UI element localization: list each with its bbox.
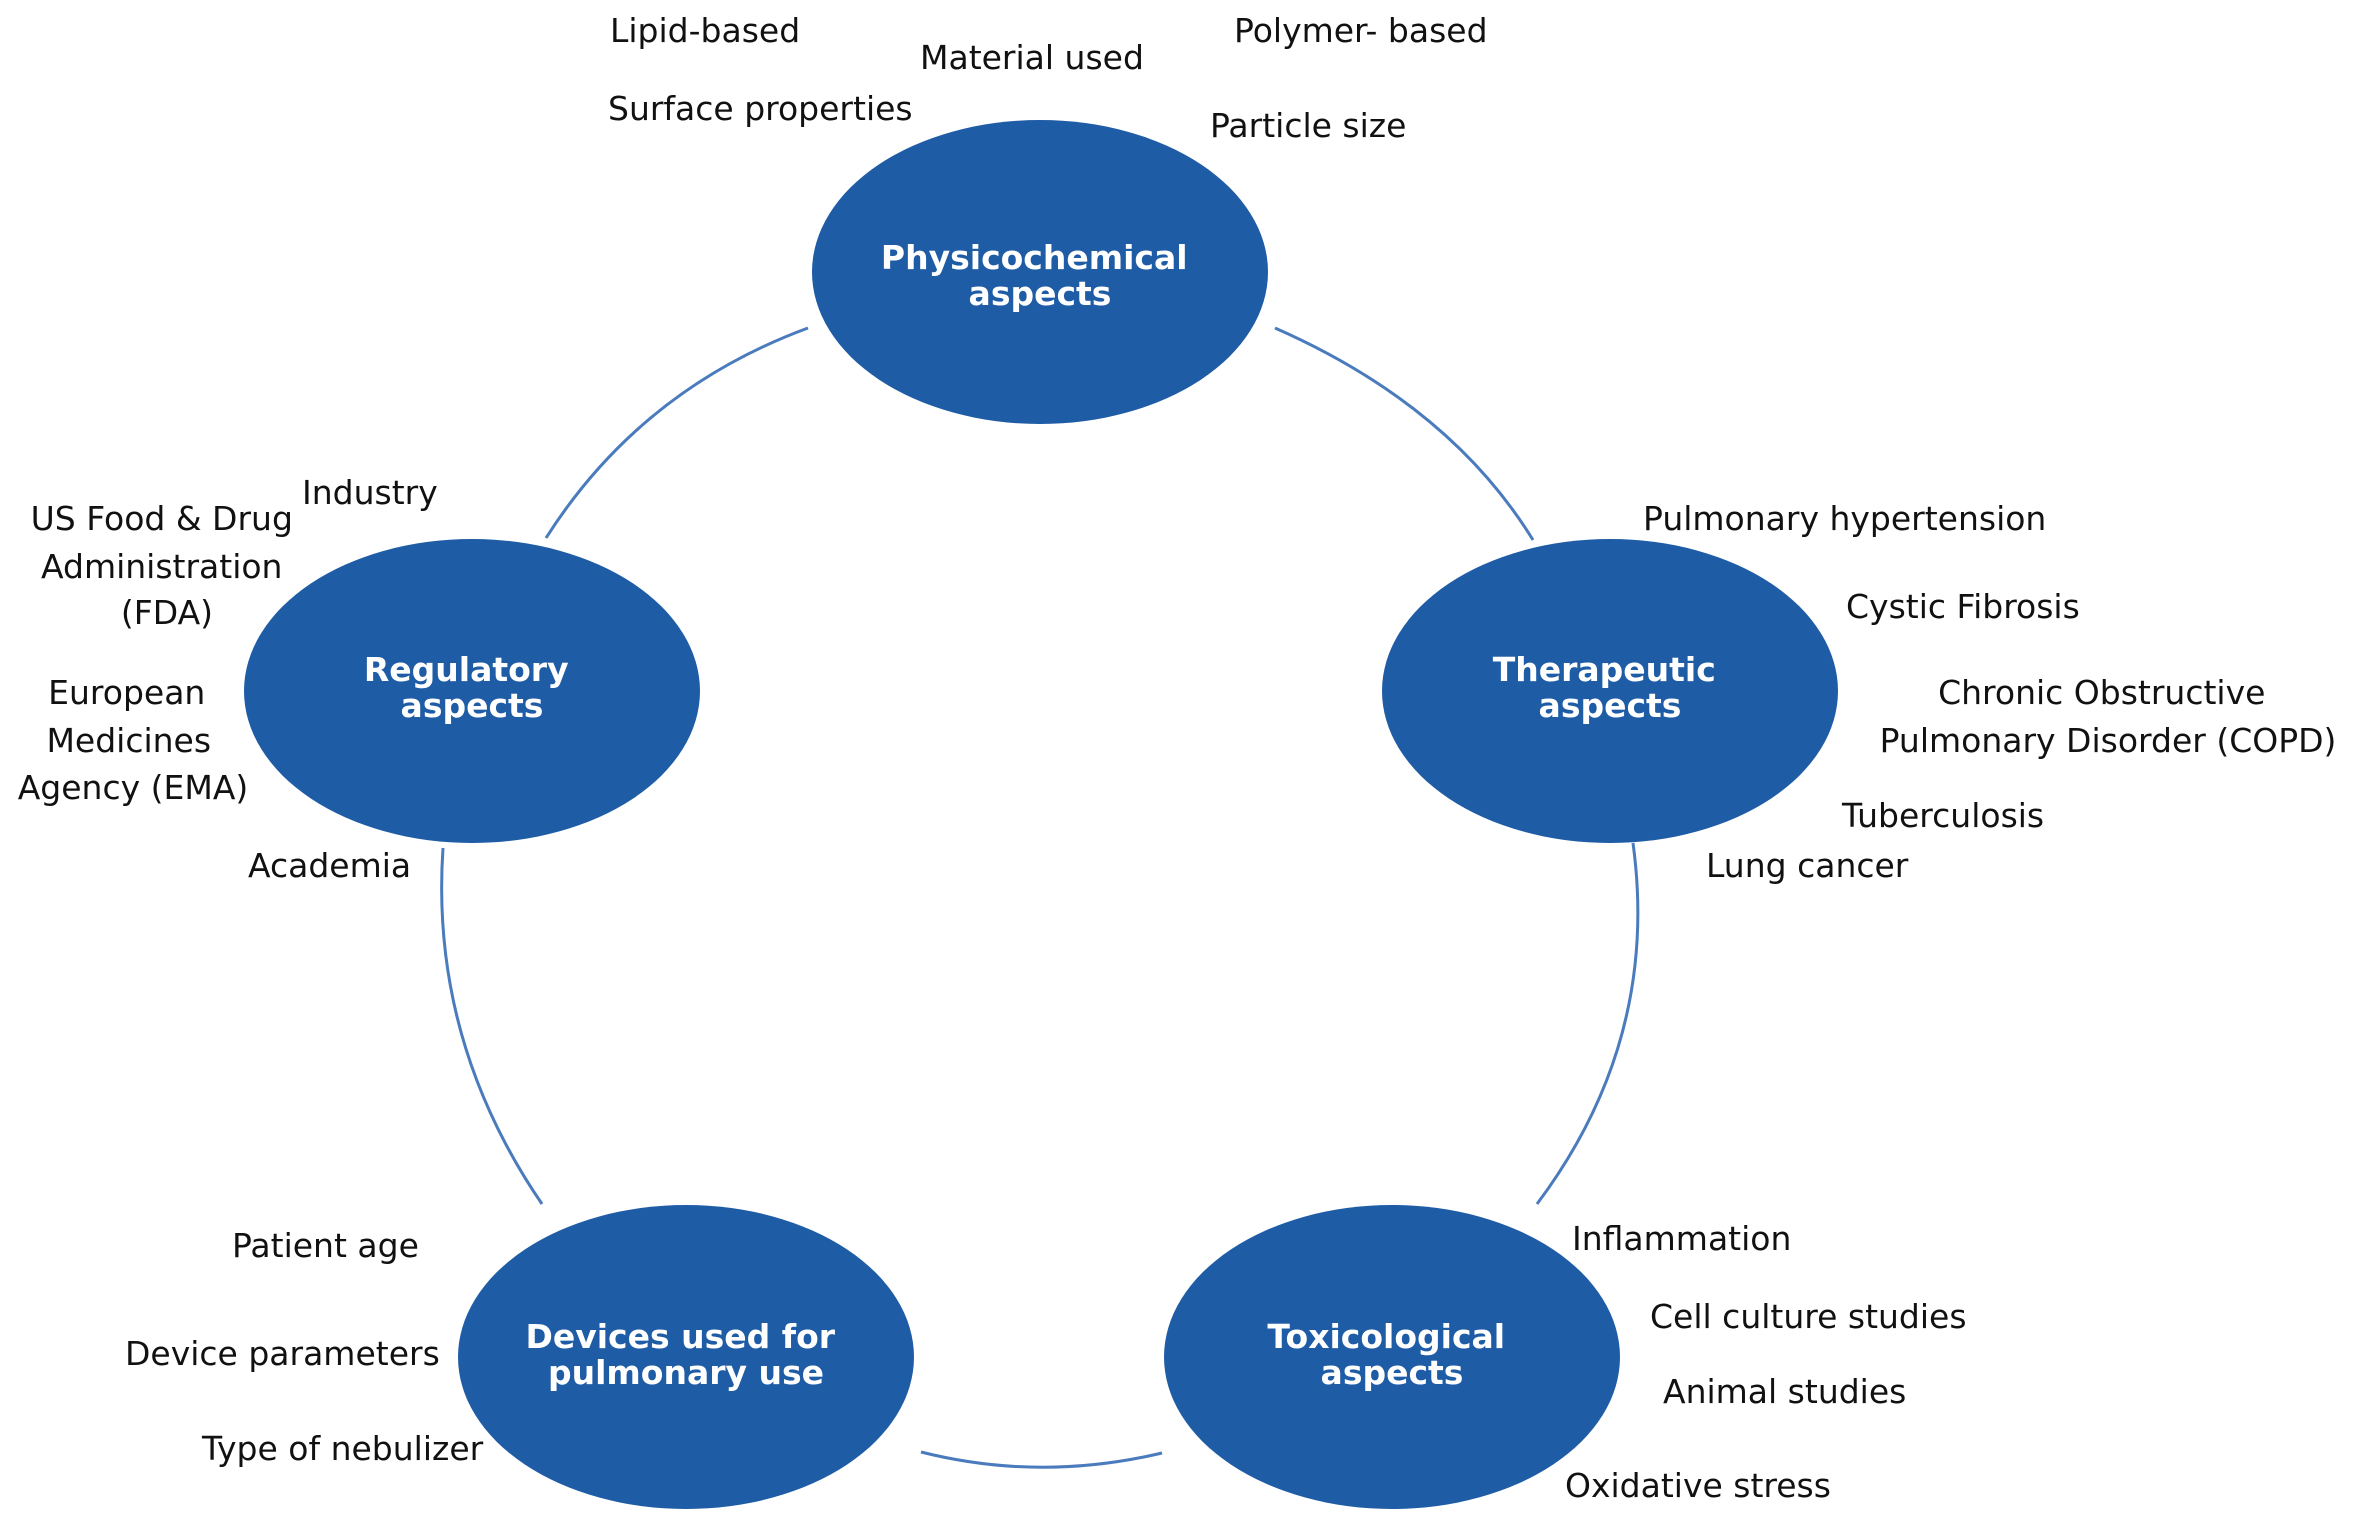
item-material-used: Material used <box>920 38 1144 77</box>
physicochemical-label-line2: aspects <box>969 274 1112 313</box>
physicochemical-ellipse <box>812 120 1268 424</box>
item-oxidative-stress: Oxidative stress <box>1565 1466 1831 1505</box>
item-particle-size: Particle size <box>1210 106 1406 145</box>
item-surface-properties: Surface properties <box>608 89 913 128</box>
item-inflammation: Inflammation <box>1572 1219 1791 1258</box>
item-copd-line1: Chronic Obstructive <box>1938 673 2265 712</box>
node-devices: Devices used for pulmonary use <box>458 1205 914 1509</box>
node-therapeutic: Therapeutic aspects <box>1382 539 1838 843</box>
connector-regulatory-physicochemical <box>544 326 809 539</box>
physicochemical-items: Lipid-based Material used Polymer- based… <box>608 11 1488 145</box>
connector-arcs <box>440 326 1640 1469</box>
connector-toxicological-devices <box>920 1450 1163 1469</box>
therapeutic-ellipse <box>1382 539 1838 843</box>
item-type-of-nebulizer: Type of nebulizer <box>201 1429 484 1468</box>
regulatory-label-line1: Regulatory <box>364 650 569 689</box>
item-fda-line2: Administration <box>41 547 282 586</box>
devices-label-line1: Devices used for <box>525 1317 835 1356</box>
item-copd-line2: Pulmonary Disorder (COPD) <box>1880 721 2337 760</box>
svg-text:Devices used for pulmona: Devices used for pulmonary use <box>525 1317 846 1392</box>
devices-items: Patient age Device parameters Type of ne… <box>125 1226 484 1468</box>
svg-text:Regulatory aspects: Regulatory aspects <box>364 650 580 725</box>
connector-devices-regulatory <box>440 847 544 1205</box>
item-cystic-fibrosis: Cystic Fibrosis <box>1846 587 2080 626</box>
node-regulatory: Regulatory aspects <box>244 539 700 843</box>
item-cell-culture-studies: Cell culture studies <box>1650 1297 1967 1336</box>
item-fda-line3: (FDA) <box>121 593 213 632</box>
item-fda-line1: US Food & Drug <box>31 499 293 538</box>
toxicological-label-line1: Toxicological <box>1267 1317 1505 1356</box>
item-ema: European Medicines Agency (EMA) <box>18 673 249 807</box>
item-device-parameters: Device parameters <box>125 1334 440 1373</box>
toxicological-label-line2: aspects <box>1321 1353 1464 1392</box>
item-pulmonary-hypertension: Pulmonary hypertension <box>1643 499 2046 538</box>
item-polymer-based: Polymer- based <box>1234 11 1488 50</box>
toxicological-ellipse <box>1164 1205 1620 1509</box>
item-copd: Chronic Obstructive Pulmonary Disorder (… <box>1880 673 2337 760</box>
svg-text:Therapeutic aspects: Therapeutic aspects <box>1493 650 1728 725</box>
item-tuberculosis: Tuberculosis <box>1841 796 2044 835</box>
item-animal-studies: Animal studies <box>1663 1372 1906 1411</box>
devices-ellipse <box>458 1205 914 1509</box>
devices-label-line2: pulmonary use <box>548 1353 824 1392</box>
item-ema-line3: Agency (EMA) <box>18 768 249 807</box>
regulatory-items: Industry US Food & Drug Administration (… <box>18 473 438 885</box>
therapeutic-label-line2: aspects <box>1539 686 1682 725</box>
therapeutic-label-line1: Therapeutic <box>1493 650 1716 689</box>
physicochemical-label-line1: Physicochemical <box>881 238 1188 277</box>
item-ema-line2: Medicines <box>46 721 211 760</box>
svg-text:Toxicological aspects: Toxicological aspects <box>1267 1317 1516 1392</box>
item-lipid-based: Lipid-based <box>610 11 800 50</box>
item-patient-age: Patient age <box>232 1226 419 1265</box>
item-academia: Academia <box>248 846 411 885</box>
connector-physicochemical-therapeutic <box>1274 326 1535 541</box>
toxicological-items: Inflammation Cell culture studies Animal… <box>1565 1219 1967 1505</box>
regulatory-ellipse <box>244 539 700 843</box>
therapeutic-items: Pulmonary hypertension Cystic Fibrosis C… <box>1643 499 2336 885</box>
node-toxicological: Toxicological aspects <box>1164 1205 1620 1509</box>
item-fda: US Food & Drug Administration (FDA) <box>31 499 304 632</box>
item-lung-cancer: Lung cancer <box>1706 846 1909 885</box>
item-industry: Industry <box>302 473 438 512</box>
svg-text:Physicochemical aspects: Physicochemical aspects <box>881 238 1199 313</box>
connector-therapeutic-toxicological <box>1535 842 1640 1205</box>
regulatory-label-line2: aspects <box>401 686 544 725</box>
item-ema-line1: European <box>48 673 205 712</box>
node-physicochemical: Physicochemical aspects <box>812 120 1268 424</box>
